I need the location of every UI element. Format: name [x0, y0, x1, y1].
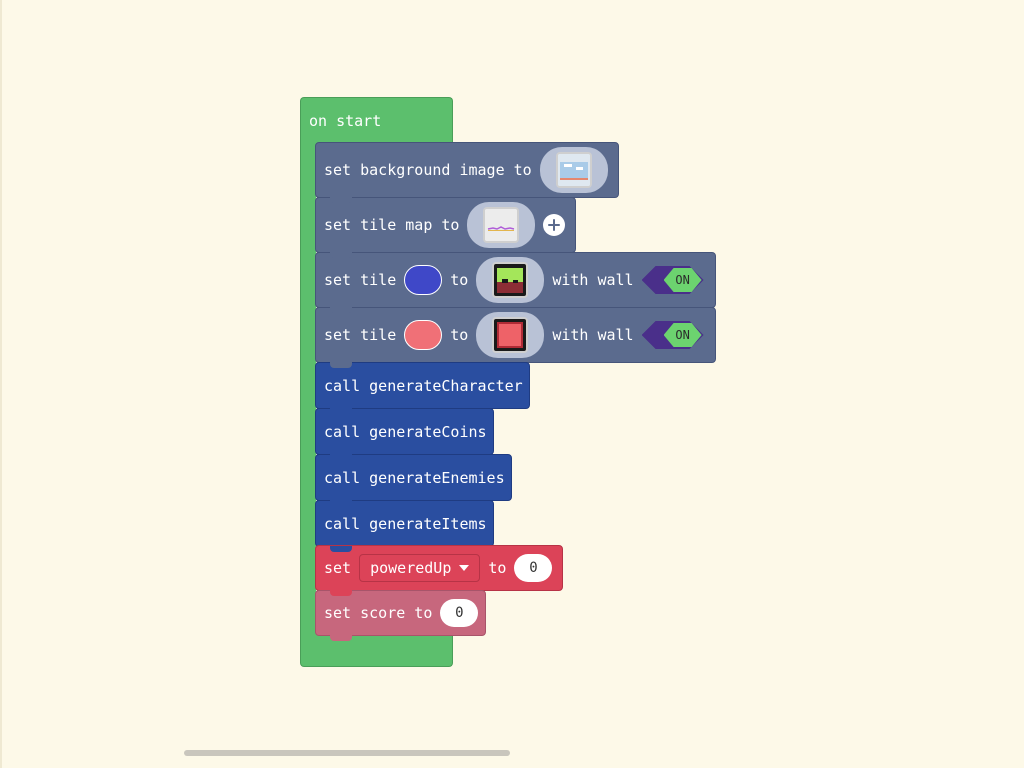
call-generate-enemies-block[interactable]: call generateEnemies — [315, 454, 512, 506]
tile-color-picker-2[interactable] — [404, 320, 443, 350]
score-value-input[interactable]: 0 — [440, 599, 479, 627]
set-background-image-block[interactable]: set background image to — [315, 142, 619, 203]
horizontal-scrollbar[interactable] — [184, 750, 510, 756]
on-start-arm[interactable] — [300, 140, 316, 626]
canvas-left-edge — [0, 0, 2, 768]
on-start-label: on start — [309, 112, 382, 130]
call-generate-character-label: call generateCharacter — [324, 376, 523, 395]
set-tile-map-block[interactable]: set tile map to — [315, 197, 576, 258]
tile-color-picker-1[interactable] — [404, 265, 443, 295]
call-generate-coins-label: call generateCoins — [324, 422, 487, 441]
tile-image-field-2[interactable] — [476, 312, 545, 358]
tile-image-thumbnail-2 — [492, 317, 529, 353]
set-label: set — [324, 559, 352, 577]
set-tile-label-2: set tile — [324, 326, 397, 344]
with-wall-label-1: with wall — [552, 271, 634, 289]
wall-toggle-2[interactable]: ON — [642, 321, 704, 349]
powered-up-value-input[interactable]: 0 — [514, 554, 553, 582]
expand-plus-icon[interactable] — [543, 214, 566, 236]
to-label-2: to — [450, 326, 469, 344]
set-background-label: set background image to — [324, 161, 532, 179]
set-powered-up-block[interactable]: set poweredUp to 0 — [315, 545, 563, 596]
set-powered-up-to-label: to — [488, 559, 507, 577]
set-tile-wall-block-2[interactable]: set tile to with wall ON — [315, 307, 716, 368]
call-generate-items-label: call generateItems — [324, 514, 487, 533]
set-tile-map-label: set tile map to — [324, 216, 460, 234]
set-tile-wall-block-1[interactable]: set tile to with wall ON — [315, 252, 716, 313]
with-wall-label-2: with wall — [552, 326, 634, 344]
call-generate-enemies-label: call generateEnemies — [324, 468, 505, 487]
tile-image-thumbnail-1 — [492, 262, 529, 298]
to-label-1: to — [450, 271, 469, 289]
call-generate-items-block[interactable]: call generateItems — [315, 500, 494, 552]
call-generate-character-block[interactable]: call generateCharacter — [315, 362, 530, 414]
tile-map-field[interactable] — [467, 202, 536, 248]
chevron-down-icon — [459, 565, 470, 571]
tile-map-thumbnail — [483, 207, 520, 243]
background-image-thumbnail — [555, 152, 592, 188]
tile-image-field-1[interactable] — [476, 257, 545, 303]
on-start-block[interactable]: on start — [300, 97, 453, 145]
set-score-label: set score to — [324, 604, 433, 622]
set-score-block[interactable]: set score to 0 — [315, 590, 486, 641]
variable-dropdown-value: poweredUp — [370, 559, 452, 577]
variable-dropdown[interactable]: poweredUp — [359, 554, 481, 582]
set-tile-label-1: set tile — [324, 271, 397, 289]
background-image-field[interactable] — [539, 147, 608, 193]
call-generate-coins-block[interactable]: call generateCoins — [315, 408, 494, 460]
wall-toggle-1[interactable]: ON — [642, 266, 704, 294]
